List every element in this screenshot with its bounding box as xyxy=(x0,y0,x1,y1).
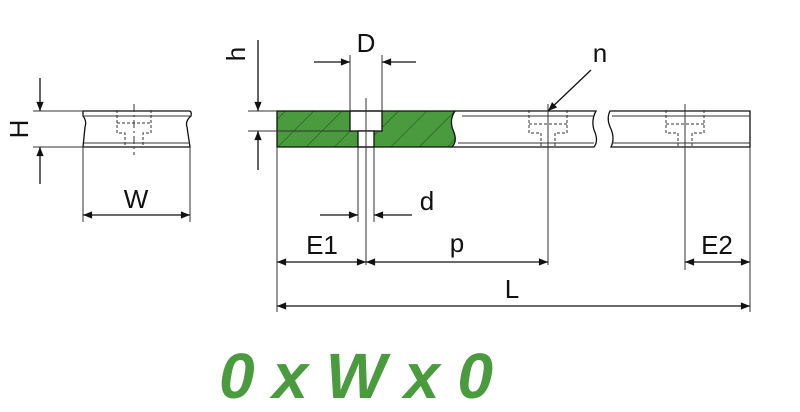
side-view: h D n d E1 p E2 L xyxy=(221,28,751,312)
counterbore-depth-label: h xyxy=(221,47,251,61)
hole-count-label: n xyxy=(593,38,607,68)
hole-diameter-label: d xyxy=(420,186,434,216)
pitch-label: p xyxy=(450,228,464,258)
height-label: H xyxy=(4,120,34,139)
rail-cross-section-outline xyxy=(82,110,192,148)
size-caption: 0 x W x 0 xyxy=(219,340,493,412)
cross-section-view: H W xyxy=(4,78,192,222)
end-distance-1-label: E1 xyxy=(306,230,338,260)
width-label: W xyxy=(124,184,149,214)
length-label: L xyxy=(505,274,519,304)
end-distance-2-label: E2 xyxy=(701,230,733,260)
counterbore-diameter-label: D xyxy=(357,28,376,58)
